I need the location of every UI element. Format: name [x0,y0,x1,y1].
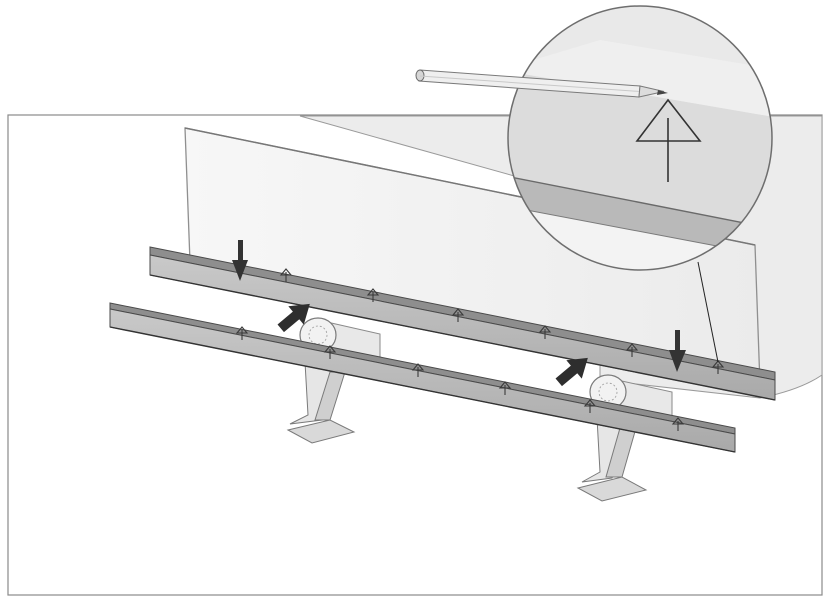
push-arrow-icon [277,303,310,333]
arrow-mark [411,363,425,377]
upper-angle-rail [149,246,776,401]
detail-leader-line [697,261,719,363]
arrow-mark [583,399,597,413]
down-arrow-icon [669,330,686,372]
lower-angle-rail [109,302,736,453]
lower-rail-marks [235,326,685,431]
arrow-mark [451,308,465,322]
arrow-mark [538,325,552,339]
arrow-mark [323,345,337,359]
enlarged-arrow-mark [635,98,702,182]
arrow-mark [279,268,293,282]
arrow-mark [671,417,685,431]
upper-rail-marks [279,268,725,374]
arrow-mark [711,360,725,374]
arrow-mark [625,343,639,357]
arrow-mark [235,326,249,340]
down-arrow-icon [232,240,248,281]
arrow-mark [366,288,380,302]
arrow-mark [498,381,512,395]
push-arrow-icon [555,357,588,387]
pencil-icon [415,69,668,98]
